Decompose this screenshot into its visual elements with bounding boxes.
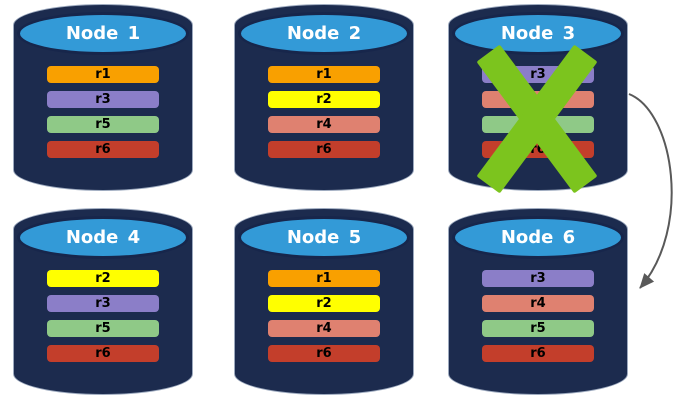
replica-row: r4	[268, 320, 380, 337]
replica-row: r1	[268, 270, 380, 287]
node-title: Node 6	[500, 227, 576, 248]
replica-row: r4	[268, 116, 380, 133]
node-title: Node 2	[286, 23, 362, 44]
node-title: Node 1	[65, 23, 141, 44]
node-title: Node 5	[286, 227, 362, 248]
replica-row: r6	[47, 141, 159, 158]
replica-row: r3	[47, 295, 159, 312]
replica-row: r4	[482, 295, 594, 312]
cylinder-cap	[452, 12, 624, 55]
replica-row: r5	[47, 116, 159, 133]
replica-row: r6	[482, 345, 594, 362]
cylinder-cap	[238, 216, 410, 259]
node-6: Node 6 r3 r4 r5 r6	[448, 208, 628, 395]
replica-row: r2	[268, 295, 380, 312]
node-title: Node 3	[500, 23, 576, 44]
replica-row: r5	[47, 320, 159, 337]
cylinder-cap	[238, 12, 410, 55]
replica-rows: r1 r3 r5 r6	[47, 66, 159, 158]
replica-row: r1	[47, 66, 159, 83]
replica-rows: r1 r2 r4 r6	[268, 270, 380, 362]
cylinder-cap	[17, 216, 189, 259]
cylinder-cap	[17, 12, 189, 55]
replica-rows: r3 r4 r5 r6	[482, 270, 594, 362]
replica-rows: r1 r2 r4 r6	[268, 66, 380, 158]
node-title: Node 4	[65, 227, 141, 248]
node-3: Node 3 r3 r4 r5 r6	[448, 4, 628, 194]
replica-row: r6	[268, 141, 380, 158]
node-1: Node 1 r1 r3 r5 r6	[13, 4, 193, 191]
replica-row: r2	[47, 270, 159, 287]
cylinder-cap	[452, 216, 624, 259]
replica-row: r2	[268, 91, 380, 108]
node-5: Node 5 r1 r2 r4 r6	[234, 208, 414, 395]
failure-x-icon	[476, 44, 598, 194]
replica-row: r3	[482, 270, 594, 287]
replica-row: r6	[47, 345, 159, 362]
replica-row: r1	[268, 66, 380, 83]
replica-rows: r2 r3 r5 r6	[47, 270, 159, 362]
replica-row: r5	[482, 320, 594, 337]
replica-row: r3	[47, 91, 159, 108]
replica-row: r6	[268, 345, 380, 362]
node-4: Node 4 r2 r3 r5 r6	[13, 208, 193, 395]
node-2: Node 2 r1 r2 r4 r6	[234, 4, 414, 191]
